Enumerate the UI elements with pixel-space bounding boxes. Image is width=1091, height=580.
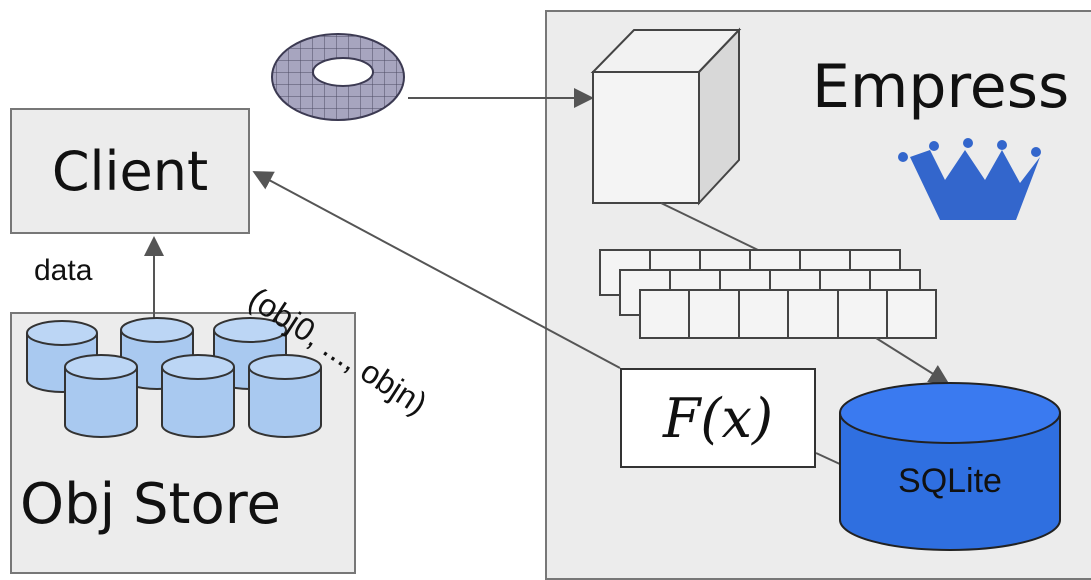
storage-cylinder-icon: [161, 354, 235, 438]
torus-icon: [271, 33, 405, 121]
storage-cylinder-icon: [64, 354, 138, 438]
cube-to-grid-line: [660, 202, 759, 251]
row-grid-icon: [599, 249, 937, 339]
function-label: F(x): [662, 386, 774, 450]
fx-to-client-arrow: [252, 171, 621, 369]
obj-store-label: Obj Store: [20, 472, 281, 537]
storage-cylinders: [26, 317, 322, 438]
cube-icon: [590, 27, 742, 206]
client-box: Client: [10, 108, 250, 234]
fx-to-sqlite-line: [815, 452, 843, 466]
grid-to-sqlite-arrow: [875, 337, 950, 385]
sqlite-cylinder-icon: [839, 382, 1061, 551]
client-label: Client: [51, 139, 209, 203]
data-label: data: [34, 254, 93, 287]
function-box: F(x): [620, 368, 816, 468]
diagram-canvas: SQLite: [26, 27, 1061, 551]
storage-cylinder-icon: [248, 354, 322, 438]
empress-label: Empress: [812, 52, 1070, 122]
sqlite-label: SQLite: [898, 462, 1002, 500]
crown-icon: [898, 138, 1041, 220]
